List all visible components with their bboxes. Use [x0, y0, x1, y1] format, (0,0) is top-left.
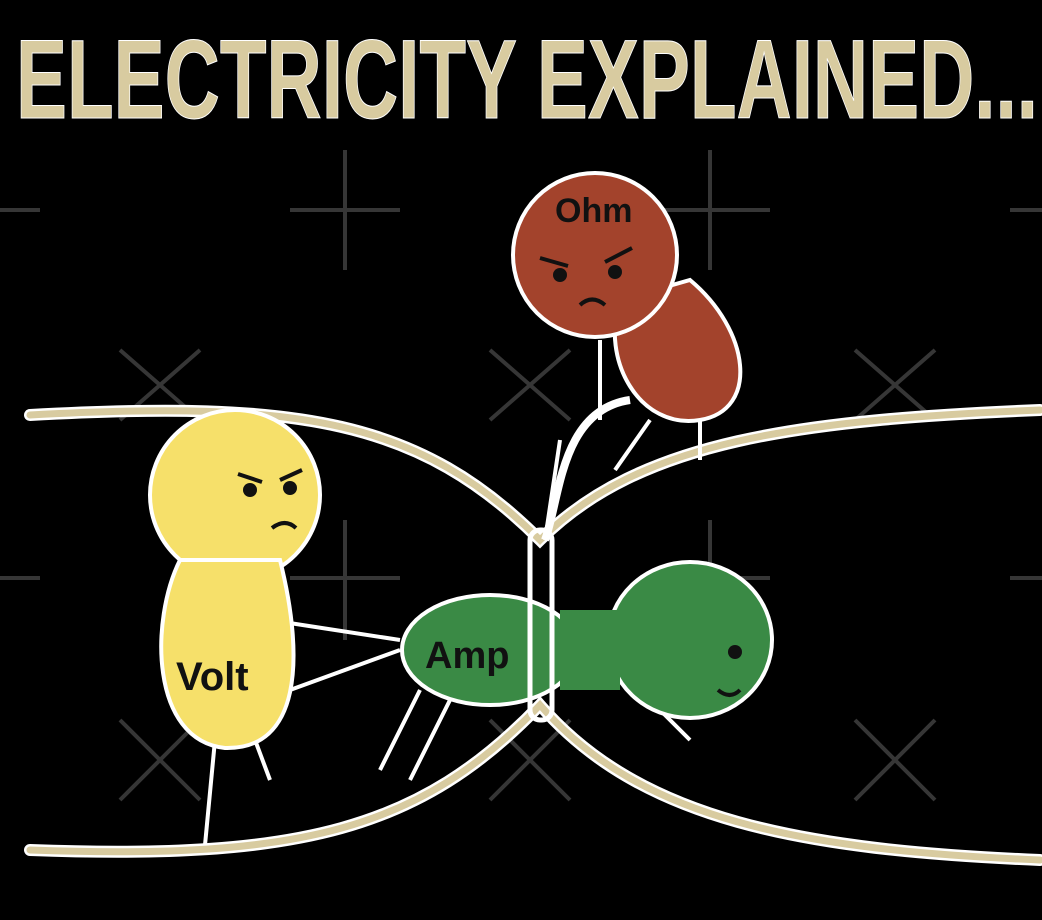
ohm-label: Ohm	[555, 192, 632, 230]
volt-label: Volt	[176, 655, 249, 699]
ohm-character: Ohm	[511, 171, 743, 542]
page-title: ELECTRICITY EXPLAINED...	[16, 17, 1038, 142]
volt-character: Volt	[148, 408, 401, 846]
amp-character: Amp	[378, 527, 774, 781]
amp-label: Amp	[425, 635, 509, 677]
watermark-pattern	[0, 150, 1042, 802]
